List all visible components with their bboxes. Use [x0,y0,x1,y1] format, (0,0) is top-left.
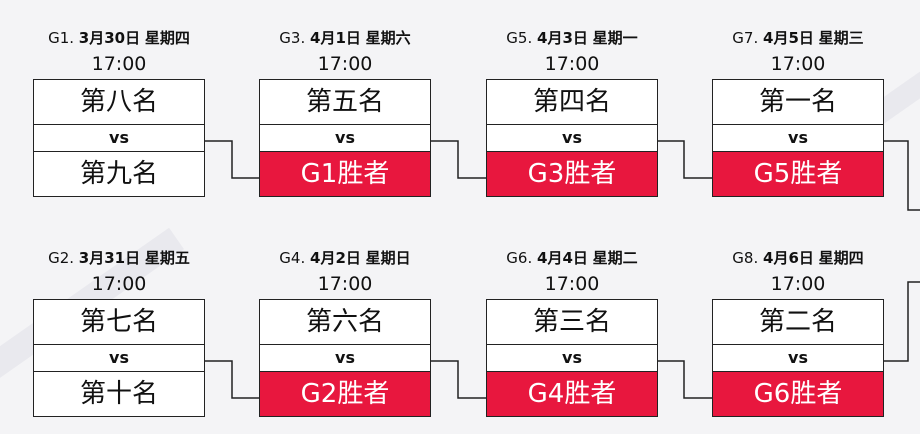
match-date: 4月2日 [310,249,361,267]
team-top: 第三名 [532,307,611,337]
connector-g8-out [882,281,920,362]
match-card: G3. 4月1日 星期六 17:00 第五名 vs G1胜者 [259,29,431,197]
connector-g2-g4 [205,360,259,399]
match-time: 17:00 [544,53,600,75]
team-top: 第四名 [532,87,611,117]
match-box: 第一名 vs G5胜者 [712,79,884,197]
connector-g5-g7 [656,140,712,179]
match-id: G3. [279,29,306,47]
team-top: 第二名 [758,307,837,337]
team-bottom: 第九名 [79,159,158,189]
match-id: G7. [732,29,759,47]
team-bottom-winner: G1胜者 [260,152,430,196]
connector-g7-out [882,140,920,211]
vs-label: vs [487,344,657,372]
match-weekday: 星期四 [818,249,864,267]
match-header: G7. 4月5日 星期三 [712,29,884,47]
match-weekday: 星期日 [365,249,411,267]
team-top: 第八名 [79,87,158,117]
match-id: G5. [506,29,533,47]
match-time: 17:00 [544,273,600,295]
match-weekday: 星期三 [818,29,864,47]
vs-label: vs [260,344,430,372]
match-card: G4. 4月2日 星期日 17:00 第六名 vs G2胜者 [259,249,431,417]
connector-g1-g3 [205,140,259,179]
match-card: G5. 4月3日 星期一 17:00 第四名 vs G3胜者 [486,29,658,197]
match-card: G2. 3月31日 星期五 17:00 第七名 vs 第十名 [33,249,205,417]
match-header: G6. 4月4日 星期二 [486,249,658,267]
match-weekday: 星期二 [592,249,638,267]
team-top: 第一名 [758,87,837,117]
team-bottom-winner: G2胜者 [260,372,430,416]
team-bottom: 第十名 [79,379,158,409]
match-header: G1. 3月30日 星期四 [33,29,205,47]
match-date: 4月4日 [537,249,588,267]
match-date: 4月6日 [763,249,814,267]
team-bottom-winner: G5胜者 [713,152,883,196]
match-weekday: 星期四 [144,29,190,47]
match-weekday: 星期五 [144,249,190,267]
match-card: G6. 4月4日 星期二 17:00 第三名 vs G4胜者 [486,249,658,417]
match-time: 17:00 [770,53,826,75]
match-date: 4月1日 [310,29,361,47]
match-box: 第七名 vs 第十名 [33,299,205,417]
match-box: 第六名 vs G2胜者 [259,299,431,417]
match-weekday: 星期一 [592,29,638,47]
match-card: G8. 4月6日 星期四 17:00 第二名 vs G6胜者 [712,249,884,417]
vs-label: vs [34,124,204,152]
match-box: 第五名 vs G1胜者 [259,79,431,197]
match-header: G4. 4月2日 星期日 [259,249,431,267]
match-id: G4. [279,249,306,267]
match-time: 17:00 [317,273,373,295]
match-box: 第二名 vs G6胜者 [712,299,884,417]
vs-label: vs [34,344,204,372]
match-time: 17:00 [91,53,147,75]
match-header: G5. 4月3日 星期一 [486,29,658,47]
match-card: G7. 4月5日 星期三 17:00 第一名 vs G5胜者 [712,29,884,197]
match-date: 4月5日 [763,29,814,47]
vs-label: vs [713,124,883,152]
match-card: G1. 3月30日 星期四 17:00 第八名 vs 第九名 [33,29,205,197]
match-id: G2. [48,249,75,267]
connector-g4-g6 [430,360,486,399]
connector-g6-g8 [656,360,712,399]
team-top: 第五名 [305,87,384,117]
match-time: 17:00 [91,273,147,295]
match-id: G6. [506,249,533,267]
match-date: 3月30日 [78,29,141,47]
match-id: G8. [732,249,759,267]
team-bottom-winner: G3胜者 [487,152,657,196]
match-box: 第四名 vs G3胜者 [486,79,658,197]
match-weekday: 星期六 [365,29,411,47]
connector-g3-g5 [430,140,486,179]
team-bottom-winner: G4胜者 [487,372,657,416]
match-box: 第八名 vs 第九名 [33,79,205,197]
team-top: 第六名 [305,307,384,337]
match-id: G1. [48,29,75,47]
vs-label: vs [487,124,657,152]
team-top: 第七名 [79,307,158,337]
match-time: 17:00 [317,53,373,75]
match-header: G8. 4月6日 星期四 [712,249,884,267]
match-header: G2. 3月31日 星期五 [33,249,205,267]
match-box: 第三名 vs G4胜者 [486,299,658,417]
match-date: 4月3日 [537,29,588,47]
match-date: 3月31日 [78,249,141,267]
match-time: 17:00 [770,273,826,295]
vs-label: vs [260,124,430,152]
vs-label: vs [713,344,883,372]
match-header: G3. 4月1日 星期六 [259,29,431,47]
team-bottom-winner: G6胜者 [713,372,883,416]
